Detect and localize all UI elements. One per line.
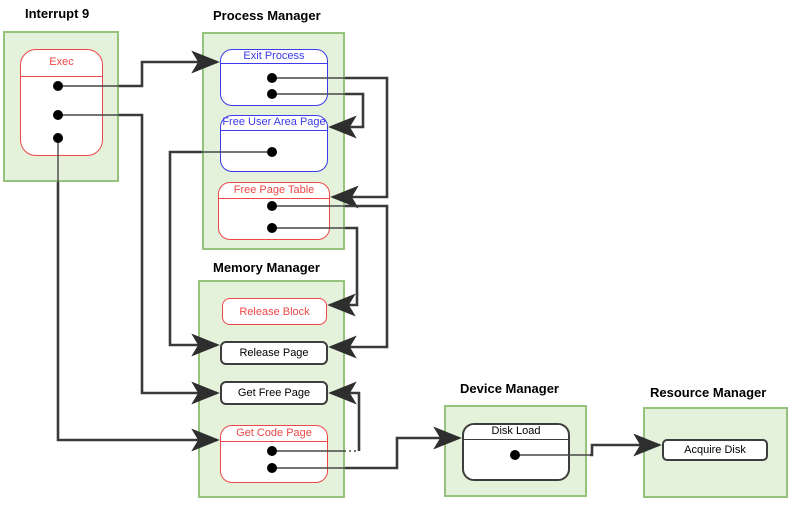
node-get-free-page-label: Get Free Page xyxy=(237,387,311,399)
node-acquire-disk-label: Acquire Disk xyxy=(684,444,746,456)
node-release-page[interactable]: Release Page xyxy=(220,341,328,365)
node-free-user-area-page[interactable]: Free User Area Page xyxy=(220,115,328,172)
group-label-memory-manager: Memory Manager xyxy=(213,260,320,275)
group-label-process-manager: Process Manager xyxy=(213,8,321,23)
node-exit-process[interactable]: Exit Process xyxy=(220,49,328,106)
node-release-block-label: Release Block xyxy=(239,305,310,318)
node-exec[interactable]: Exec xyxy=(20,49,103,156)
group-label-resource-manager: Resource Manager xyxy=(650,385,767,400)
group-label-device-manager: Device Manager xyxy=(460,381,559,396)
node-get-code-page[interactable]: Get Code Page xyxy=(220,425,328,483)
node-disk-load[interactable]: Disk Load xyxy=(462,423,570,481)
node-exec-label: Exec xyxy=(21,50,102,77)
node-get-free-page[interactable]: Get Free Page xyxy=(220,381,328,405)
group-label-interrupt9: Interrupt 9 xyxy=(25,6,90,21)
node-free-page-table-label: Free Page Table xyxy=(219,183,329,199)
node-release-page-label: Release Page xyxy=(239,347,309,359)
edge-exec-to-get-code-page xyxy=(56,182,220,452)
node-acquire-disk[interactable]: Acquire Disk xyxy=(662,439,768,461)
node-release-block[interactable]: Release Block xyxy=(222,298,327,325)
edge-gcp-to-disk-load xyxy=(345,426,462,470)
node-exit-process-label: Exit Process xyxy=(221,50,327,64)
node-get-code-page-label: Get Code Page xyxy=(221,426,327,442)
node-free-page-table[interactable]: Free Page Table xyxy=(218,182,330,240)
node-free-user-area-page-label: Free User Area Page xyxy=(221,116,327,131)
node-disk-load-label: Disk Load xyxy=(464,425,568,440)
